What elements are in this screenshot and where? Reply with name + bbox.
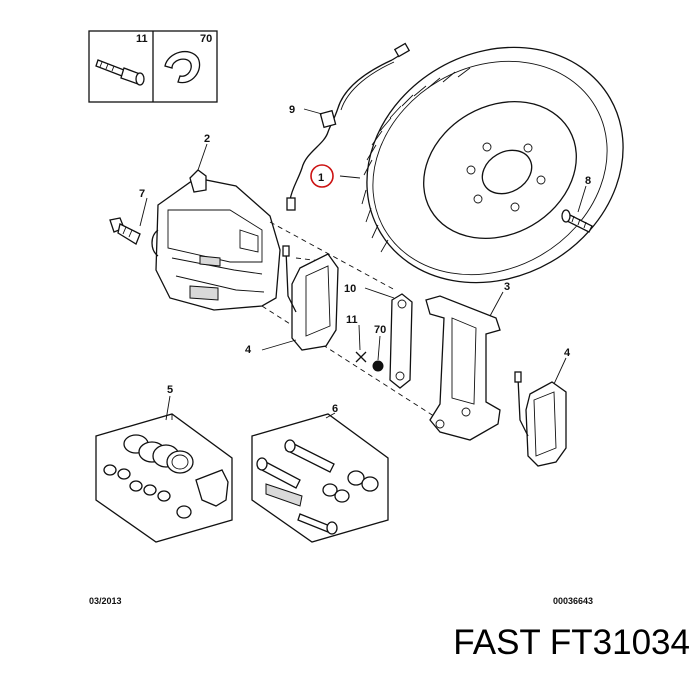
callout-70-box: 70	[200, 33, 212, 45]
footer-date: 03/2013	[89, 596, 122, 606]
fastener-box: 11 70	[88, 30, 218, 103]
callout-11: 11	[346, 314, 358, 326]
guide-pin-kit-box	[251, 413, 389, 543]
bleed-screw	[109, 217, 141, 245]
washer-icon	[164, 50, 201, 84]
seal-kit-box	[95, 413, 233, 543]
brake-caliper	[151, 169, 281, 311]
caliper-bracket	[425, 295, 501, 441]
callout-8: 8	[585, 175, 591, 187]
wheel-stud	[561, 209, 593, 233]
highlight-ring	[310, 164, 334, 188]
guide-plate	[389, 293, 413, 389]
small-fasteners	[355, 351, 384, 372]
callout-2: 2	[204, 133, 210, 145]
brake-pad-left	[282, 245, 339, 351]
callout-3: 3	[504, 281, 510, 293]
brake-disc	[361, 46, 624, 284]
brake-pad-right	[514, 371, 567, 467]
callout-10: 10	[344, 283, 356, 295]
callout-7: 7	[139, 188, 145, 200]
callout-11-box: 11	[136, 33, 148, 45]
callout-6: 6	[332, 403, 338, 415]
leader-lines	[139, 108, 587, 421]
callout-5: 5	[167, 384, 173, 396]
callout-labels: 2 9 1 7 8 10 11 70 3 4 4 5 6	[139, 104, 591, 415]
bolt-icon	[95, 59, 145, 86]
callout-4-left: 4	[245, 344, 252, 356]
callout-4-right: 4	[564, 347, 571, 359]
footer-doc-number: 00036643	[553, 596, 593, 606]
wear-sensor	[286, 42, 411, 211]
callout-70: 70	[374, 324, 386, 336]
callout-1: 1	[318, 172, 324, 184]
brand-part-number: FAST FT31034	[453, 623, 690, 662]
callout-9: 9	[289, 104, 295, 116]
